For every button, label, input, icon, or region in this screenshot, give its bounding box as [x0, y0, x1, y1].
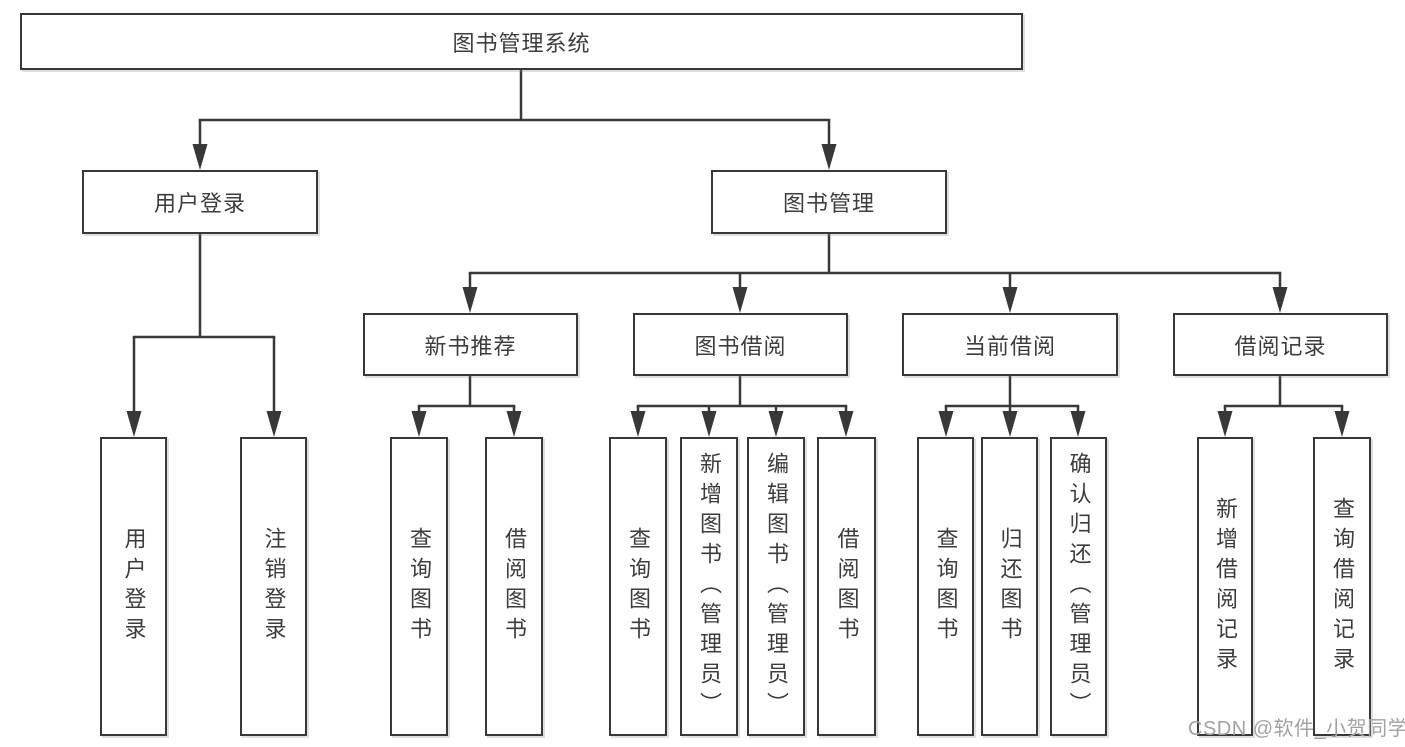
leaf-query-book-recommend: 查询图书	[390, 437, 448, 736]
leaf-query-borrow-record: 查询借阅记录	[1313, 437, 1371, 736]
leaf-add-book-admin: 新增图书（管理员）	[680, 437, 738, 736]
leaf-return-book: 归还图书	[981, 437, 1038, 736]
leaf-query-book-current: 查询图书	[917, 437, 974, 736]
leaf-confirm-return-admin: 确认归还（管理员）	[1050, 437, 1107, 736]
connector-book-borrow-branch	[636, 374, 848, 408]
leaf-add-borrow-record: 新增借阅记录	[1197, 437, 1253, 736]
connector-new-book-branch	[417, 374, 516, 408]
node-root-system: 图书管理系统	[20, 13, 1023, 70]
node-book-management: 图书管理	[711, 170, 947, 234]
node-current-borrow: 当前借阅	[902, 313, 1118, 376]
connector-current-borrow-branch	[944, 374, 1080, 408]
connector-user-login-branch	[132, 232, 276, 339]
leaf-borrow-book: 借阅图书	[817, 437, 876, 736]
connector-borrow-record-branch	[1223, 374, 1344, 408]
connector-book-management-branch	[468, 232, 1282, 275]
leaf-logout-login: 注销登录	[240, 437, 307, 736]
csdn-watermark: CSDN @软件_小贺同学	[1188, 718, 1405, 740]
node-user-login: 用户登录	[82, 170, 318, 234]
node-new-book-recommend: 新书推荐	[363, 313, 578, 376]
connector-root-branch	[198, 68, 831, 122]
leaf-borrow-book-recommend: 借阅图书	[485, 437, 543, 736]
leaf-query-book-borrow: 查询图书	[609, 437, 667, 736]
node-borrow-record: 借阅记录	[1173, 313, 1388, 376]
leaf-user-login: 用户登录	[100, 437, 167, 736]
leaf-edit-book-admin: 编辑图书（管理员）	[747, 437, 805, 736]
node-book-borrow: 图书借阅	[633, 313, 848, 376]
